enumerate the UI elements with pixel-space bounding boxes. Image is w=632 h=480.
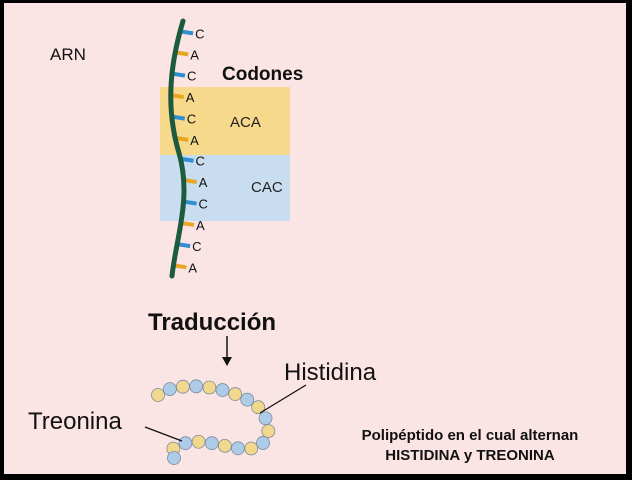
treonina-bead	[228, 387, 243, 401]
caption-line-1: Polipéptido en el cual alternan	[362, 427, 579, 444]
caption-line-2: HISTIDINA y TREONINA	[385, 447, 555, 464]
codones-label: Codones	[222, 64, 303, 85]
treonina-bead	[202, 380, 217, 395]
histidina-bead	[215, 383, 230, 397]
treonina-bead	[191, 434, 206, 449]
histidina-bead	[258, 411, 273, 426]
arn-label: ARN	[50, 45, 86, 64]
down-arrow-icon	[222, 336, 232, 366]
base-letter: C	[196, 154, 205, 169]
histidina-label: Histidina	[284, 359, 377, 386]
base-letter: A	[186, 90, 195, 105]
codon-cac-label: CAC	[251, 179, 283, 196]
histidina-bead	[189, 379, 204, 394]
base-letter: C	[187, 112, 196, 127]
histidina-bead	[162, 382, 177, 396]
treonina-bead	[151, 388, 165, 402]
rna-backbone	[168, 18, 187, 279]
base-letter: A	[196, 218, 205, 233]
histidina-bead	[231, 441, 245, 456]
base-letter: A	[190, 133, 199, 148]
traduccion-label: Traducción	[148, 309, 276, 336]
histidina-pointer	[259, 384, 307, 414]
base-letter: A	[199, 175, 208, 190]
treonina-bead	[261, 424, 276, 438]
treonina-bead	[217, 438, 232, 453]
codon-aca-label: ACA	[230, 114, 261, 131]
treonina-label: Treonina	[28, 408, 122, 435]
base-letter: A	[188, 260, 197, 275]
base-letter: C	[199, 197, 208, 212]
base-letter: A	[190, 47, 199, 62]
treonina-bead	[175, 379, 190, 394]
histidina-bead	[178, 436, 193, 451]
treonina-bead	[244, 441, 259, 456]
polypeptide-chain	[151, 379, 276, 465]
base-letter: C	[187, 69, 196, 84]
histidina-bead	[256, 436, 270, 450]
histidina-bead	[167, 451, 181, 465]
treonina-bead	[251, 400, 266, 415]
base-letter: C	[192, 239, 201, 254]
histidina-bead	[240, 392, 255, 407]
treonina-pointer	[144, 426, 183, 442]
base-letter: C	[195, 26, 204, 41]
histidina-bead	[204, 436, 219, 451]
